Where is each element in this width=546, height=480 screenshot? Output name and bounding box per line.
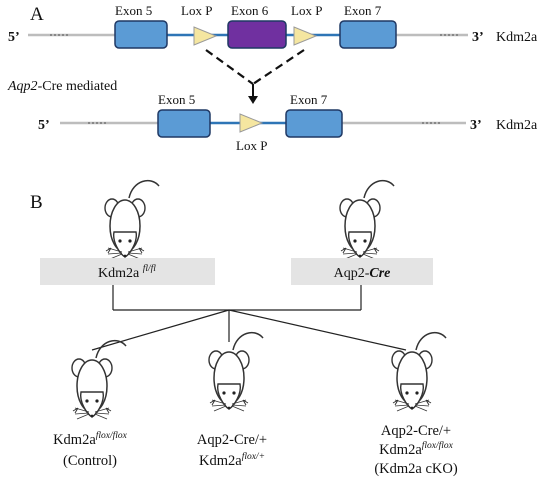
dashed-line-right — [252, 49, 305, 85]
parent-label-cre: Aqp2-Cre — [334, 266, 391, 281]
genotype-line: Aqp2-Cre/+ — [197, 432, 267, 448]
recombination-arrow — [205, 49, 305, 104]
dashed-line-left — [205, 49, 254, 85]
breeding-lines — [91, 285, 407, 351]
panel-a-label: A — [30, 4, 44, 25]
offspring-cko: Aqp2-Cre/+ Kdm2aflox/flox (Kdm2a cKO) — [374, 423, 458, 477]
exon7-label-2: Exon 7 — [290, 92, 328, 107]
gene-label: Kdm2a — [496, 30, 538, 45]
exon5-label-2: Exon 5 — [158, 92, 195, 107]
three-prime-label-2: 3’ — [470, 118, 482, 133]
exon7-box-2 — [285, 109, 343, 138]
exon6-box — [227, 20, 287, 49]
exon5-box — [114, 20, 168, 49]
genotype-line: (Control) — [63, 453, 117, 469]
genotype-line: Aqp2-Cre/+ — [381, 423, 451, 439]
parent-box-cre — [291, 258, 433, 285]
offspring-line-left — [91, 309, 230, 351]
mouse-icon — [391, 331, 447, 412]
genotype-line: Kdm2aflox/flox — [379, 440, 454, 458]
mediator-label: Aqp2-Cre mediated — [7, 79, 117, 94]
parent-box-floxed — [40, 258, 215, 285]
arrow-head-icon — [248, 96, 258, 104]
exon6-label: Exon 6 — [231, 3, 269, 18]
exon5-box-2 — [157, 109, 211, 138]
genotype-line: Kdm2aflox/flox — [53, 430, 128, 448]
five-prime-label-2: 5’ — [38, 118, 50, 133]
genotype-line: (Kdm2a cKO) — [374, 461, 458, 477]
floxed-allele: 5’ 3’ Kdm2a Exon 5 Exon 6 Exon 7 Lox P L… — [8, 3, 538, 49]
offspring-control: Kdm2aflox/flox (Control) — [53, 430, 128, 469]
loxp-triangle-1 — [193, 26, 218, 46]
offspring-het: Aqp2-Cre/+ Kdm2aflox/+ — [197, 432, 267, 469]
panel-b-label: B — [30, 192, 43, 213]
loxp-label-3: Lox P — [236, 138, 267, 153]
parent-label-floxed: Kdm2a fl/fl — [98, 263, 156, 281]
exon5-label: Exon 5 — [115, 3, 152, 18]
loxp-label-2: Lox P — [291, 3, 322, 18]
mouse-icon — [208, 331, 264, 412]
mouse-icon — [71, 339, 127, 420]
mouse-icon — [104, 179, 160, 260]
five-prime-label: 5’ — [8, 30, 20, 45]
loxp-triangle-3 — [239, 113, 264, 133]
three-prime-label: 3’ — [472, 30, 484, 45]
recombined-allele: 5’ 3’ Kdm2a Exon 5 Exon 7 Lox P — [38, 92, 538, 153]
offspring-line-right — [228, 309, 407, 351]
loxp-triangle-2 — [293, 26, 318, 46]
exon7-label: Exon 7 — [344, 3, 382, 18]
gene-label-2: Kdm2a — [496, 118, 538, 133]
mouse-icon — [339, 179, 395, 260]
genotype-line: Kdm2aflox/+ — [199, 451, 265, 469]
loxp-label-1: Lox P — [181, 3, 212, 18]
exon7-box — [339, 20, 397, 49]
